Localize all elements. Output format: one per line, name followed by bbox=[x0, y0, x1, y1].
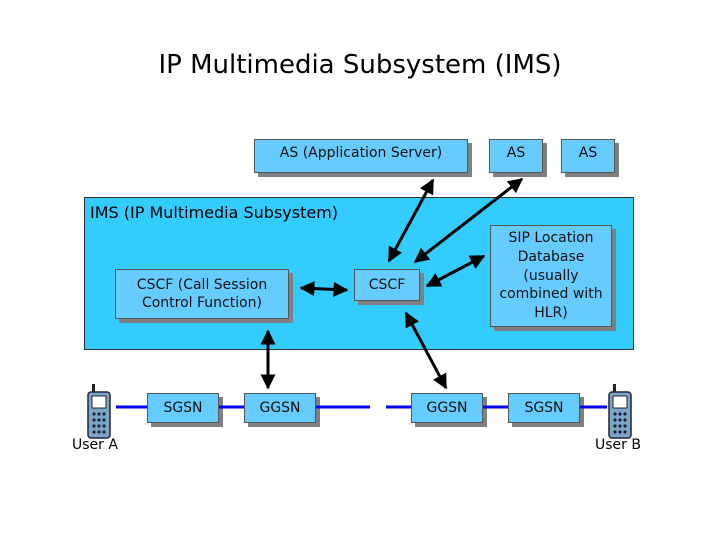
cscf-label: CSCF bbox=[368, 276, 406, 293]
arrow-cscf-sip-db bbox=[425, 254, 486, 288]
ggsn-b-box: GGSN bbox=[411, 393, 483, 423]
as-application-server-box: AS (Application Server) bbox=[254, 139, 468, 173]
ggsn-b-label: GGSN bbox=[426, 399, 468, 416]
ggsn-a-label: GGSN bbox=[259, 399, 301, 416]
arrow-cscf-call-cscf bbox=[299, 281, 349, 297]
sgsn-b-label: SGSN bbox=[524, 399, 564, 416]
page-title: IP Multimedia Subsystem (IMS) bbox=[158, 50, 562, 80]
mobile-phone-icon bbox=[87, 384, 111, 439]
user-a-label: User A bbox=[72, 437, 118, 453]
arrow-cscf-ggsn-b bbox=[404, 311, 448, 390]
sgsn-a-label: SGSN bbox=[163, 399, 203, 416]
ims-region-label: IMS (IP Multimedia Subsystem) bbox=[90, 203, 339, 222]
as-box-3: AS bbox=[561, 139, 615, 173]
arrow-cscf-as-main bbox=[387, 178, 435, 263]
ggsn-a-box: GGSN bbox=[244, 393, 316, 423]
mobile-phone-icon bbox=[608, 384, 632, 439]
cscf-call-session-box: CSCF (Call Session Control Function) bbox=[115, 269, 289, 319]
cscf-call-session-label: CSCF (Call Session Control Function) bbox=[136, 276, 268, 311]
sgsn-a-box: SGSN bbox=[147, 393, 219, 423]
sip-location-database-label: SIP Location Database (usually combined … bbox=[499, 229, 603, 322]
as-label-2: AS bbox=[506, 145, 526, 161]
as-application-server-label: AS (Application Server) bbox=[279, 145, 443, 161]
as-box-2: AS bbox=[489, 139, 543, 173]
as-label-3: AS bbox=[578, 145, 598, 161]
user-b-label: User B bbox=[595, 437, 641, 453]
arrow-cscf-as-2 bbox=[413, 177, 524, 264]
sgsn-b-box: SGSN bbox=[508, 393, 580, 423]
cscf-box: CSCF bbox=[354, 269, 420, 301]
